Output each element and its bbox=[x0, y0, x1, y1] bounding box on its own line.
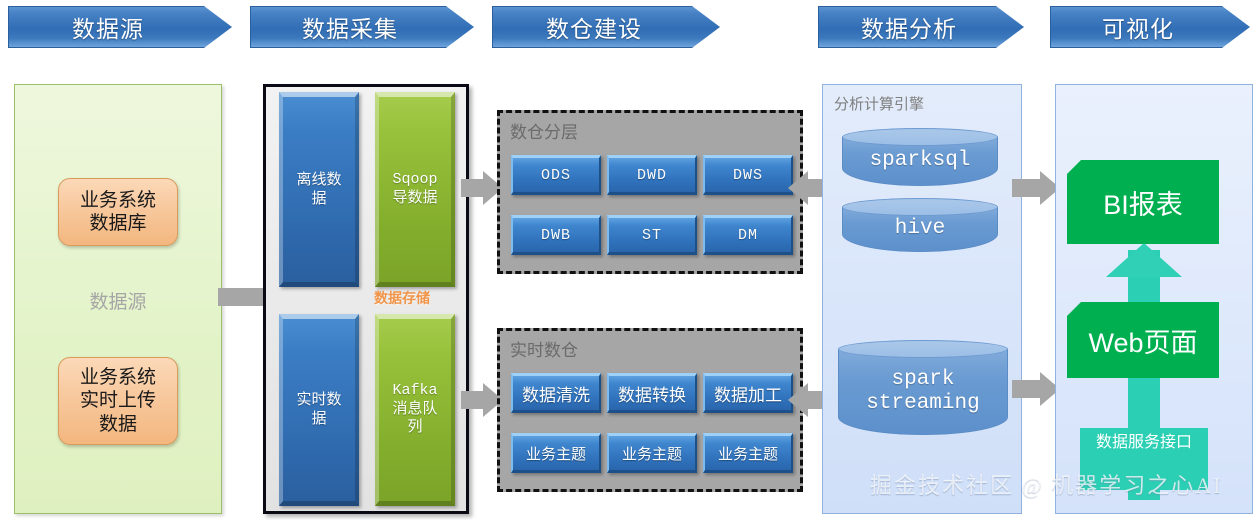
source-box-realtime-upload[interactable]: 业务系统 实时上传 数据 bbox=[58, 357, 178, 445]
visualization-box-bi-report[interactable]: BI报表 bbox=[1067, 160, 1219, 244]
stage-banner-label: 数据源 bbox=[72, 16, 144, 42]
data-service-arrow-head bbox=[1106, 243, 1182, 277]
warehouse-box-dwd[interactable]: DWD bbox=[607, 155, 697, 195]
cylinder-hive[interactable]: hive bbox=[842, 198, 998, 252]
warehouse-box-ods[interactable]: ODS bbox=[511, 155, 601, 195]
warehouse-box-st[interactable]: ST bbox=[607, 215, 697, 255]
warehouse-box-dwb[interactable]: DWB bbox=[511, 215, 601, 255]
collection-block-label: 实时数 据 bbox=[296, 391, 342, 427]
realtime-box-business-topic-1[interactable]: 业务主题 bbox=[511, 433, 601, 473]
watermark: 掘金技术社区 @ 机器学习之心AI bbox=[870, 468, 1222, 500]
visualization-box-web-page[interactable]: Web页面 bbox=[1067, 302, 1219, 378]
warehouse-box-label: DWD bbox=[636, 166, 667, 184]
connector-engine-to-web-page bbox=[1012, 372, 1060, 406]
source-box-business-db[interactable]: 业务系统 数据库 bbox=[58, 178, 178, 246]
arrow-head-left bbox=[788, 383, 808, 417]
stage-banner-label: 数据采集 bbox=[302, 16, 398, 42]
cylinder-sparksql[interactable]: sparksql bbox=[842, 128, 998, 186]
realtime-box-label: 业务主题 bbox=[717, 445, 778, 463]
warehouse-box-label: DM bbox=[737, 226, 758, 244]
connector-engine-to-bi-report bbox=[1012, 171, 1060, 205]
realtime-box-label: 业务主题 bbox=[621, 445, 682, 463]
cylinder-label: sparksql bbox=[869, 149, 971, 173]
data-service-interface-band bbox=[1080, 428, 1208, 490]
data-service-interface-label: 数据服务接口 bbox=[1080, 434, 1208, 452]
cylinder-spark-streaming[interactable]: spark streaming bbox=[838, 340, 1008, 435]
warehouse-box-label: ST bbox=[641, 226, 662, 244]
warehouse-group-title: 数仓分层 bbox=[510, 123, 578, 142]
warehouse-group-realtime: 实时数仓 数据清洗 数据转换 数据加工 业务主题 业务主题 业务主题 bbox=[497, 328, 803, 492]
collection-block-label: Sqoop 导数据 bbox=[392, 170, 438, 207]
warehouse-box-label: ODS bbox=[540, 166, 571, 184]
warehouse-group-title: 实时数仓 bbox=[510, 341, 578, 360]
stage-banner-data-source[interactable]: 数据源 bbox=[8, 6, 232, 48]
arrow-shaft bbox=[461, 179, 483, 197]
collection-block-sqoop[interactable]: Sqoop 导数据 bbox=[375, 92, 455, 287]
data-source-center-text: 数据源 bbox=[89, 292, 147, 313]
warehouse-group-layers: 数仓分层 ODS DWD DWS DWB ST DM bbox=[497, 110, 803, 274]
arrow-shaft bbox=[1012, 380, 1040, 398]
data-source-center-label: 数据源 bbox=[14, 287, 222, 314]
collection-block-realtime-data[interactable]: 实时数 据 bbox=[279, 314, 359, 506]
realtime-box-label: 数据加工 bbox=[714, 385, 782, 405]
stage-banner-label: 数据分析 bbox=[861, 16, 957, 42]
stage-banner-label: 数仓建设 bbox=[546, 16, 642, 42]
stage-banner-warehouse-build[interactable]: 数仓建设 bbox=[492, 6, 720, 48]
collection-block-offline-data[interactable]: 离线数 据 bbox=[279, 92, 359, 287]
stage-banner-data-analysis[interactable]: 数据分析 bbox=[818, 6, 1024, 48]
watermark-text: 掘金技术社区 @ 机器学习之心AI bbox=[870, 473, 1223, 498]
cylinder-top bbox=[842, 198, 998, 216]
stage-banner-label: 可视化 bbox=[1102, 16, 1174, 42]
warehouse-box-dws[interactable]: DWS bbox=[703, 155, 793, 195]
realtime-box-label: 数据转换 bbox=[618, 385, 686, 405]
warehouse-box-label: DWS bbox=[732, 166, 763, 184]
warehouse-box-label: DWB bbox=[540, 226, 571, 244]
source-box-label: 业务系统 实时上传 数据 bbox=[79, 367, 156, 435]
realtime-box-label: 数据清洗 bbox=[522, 385, 590, 405]
visualization-box-label: BI报表 bbox=[1103, 189, 1183, 220]
arrow-head-left bbox=[788, 171, 808, 205]
arrow-shaft bbox=[1012, 179, 1040, 197]
stage-banner-visualization[interactable]: 可视化 bbox=[1050, 6, 1250, 48]
cylinder-top bbox=[838, 340, 1008, 358]
data-service-interface-text: 数据服务接口 bbox=[1095, 434, 1192, 451]
collection-block-kafka[interactable]: Kafka 消息队 列 bbox=[375, 314, 455, 506]
collection-block-label: Kafka 消息队 列 bbox=[392, 381, 438, 437]
realtime-box-business-topic-3[interactable]: 业务主题 bbox=[703, 433, 793, 473]
arrow-shaft bbox=[461, 391, 483, 409]
collection-block-label: 离线数 据 bbox=[296, 170, 342, 207]
cylinder-top bbox=[842, 128, 998, 146]
data-storage-text: 数据存储 bbox=[374, 290, 430, 306]
source-box-label: 业务系统 数据库 bbox=[79, 189, 156, 234]
realtime-box-business-topic-2[interactable]: 业务主题 bbox=[607, 433, 697, 473]
cylinder-body bbox=[838, 349, 1008, 435]
realtime-box-data-cleaning[interactable]: 数据清洗 bbox=[511, 373, 601, 413]
cylinder-label: hive bbox=[894, 217, 946, 241]
cylinder-label: spark streaming bbox=[866, 367, 980, 415]
stage-banner-data-collection[interactable]: 数据采集 bbox=[250, 6, 474, 48]
analysis-engine-title: 分析计算引擎 bbox=[834, 96, 925, 113]
realtime-box-data-transform[interactable]: 数据转换 bbox=[607, 373, 697, 413]
data-storage-label: 数据存储 bbox=[374, 288, 430, 308]
warehouse-box-dm[interactable]: DM bbox=[703, 215, 793, 255]
visualization-box-label: Web页面 bbox=[1088, 327, 1198, 358]
realtime-box-label: 业务主题 bbox=[525, 445, 586, 463]
realtime-box-data-processing[interactable]: 数据加工 bbox=[703, 373, 793, 413]
